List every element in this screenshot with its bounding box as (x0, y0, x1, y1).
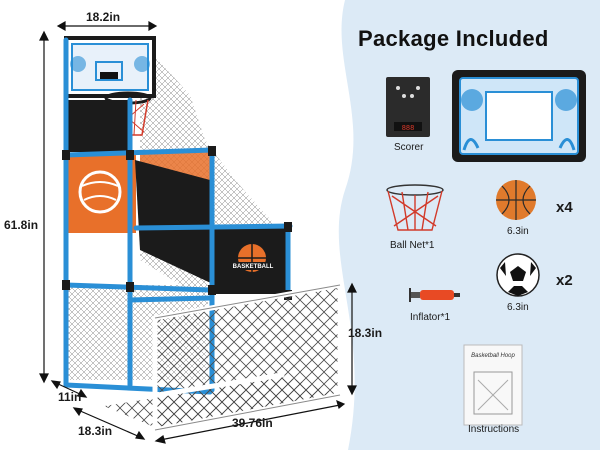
panel-logo-text: BASKETBALL (233, 264, 274, 270)
ramp (135, 160, 215, 285)
package-title: Package Included (358, 26, 549, 51)
soccer-size-label: 6.3in (507, 302, 529, 313)
upper-panel (68, 100, 130, 152)
basketball-item (496, 180, 536, 220)
backboard (64, 36, 156, 98)
backboard-item (452, 70, 586, 162)
soccer-goal (92, 282, 343, 433)
basketball-qty-label: x4 (556, 199, 573, 216)
dimension-depth-base-label: 18.3in (78, 424, 113, 438)
dimension-lines (39, 20, 357, 444)
instructions-item (463, 344, 523, 426)
soccer-qty-label: x2 (556, 272, 573, 289)
dimension-depth-small-label: 11in (58, 390, 82, 404)
inflator-item (409, 288, 460, 302)
dimension-goal-height-label: 18.3in (348, 326, 383, 340)
soccer-ball-item (496, 253, 540, 297)
manual-title: Basketball Hoop (471, 353, 515, 359)
ball-net-item (386, 184, 444, 231)
scorer-display: 888 (402, 125, 415, 133)
basketball-size-label: 6.3in (507, 226, 529, 237)
scorer-device (386, 77, 430, 137)
dimension-width-label: 18.2in (86, 10, 121, 24)
ball-net-label: Ball Net*1 (390, 240, 435, 251)
dimension-length-label: 39.76in (232, 416, 273, 430)
scorer-label: Scorer (394, 142, 424, 153)
dimension-height-label: 61.8in (4, 218, 39, 232)
inflator-label: Inflator*1 (410, 312, 451, 323)
instructions-label: Instructions (468, 424, 520, 435)
